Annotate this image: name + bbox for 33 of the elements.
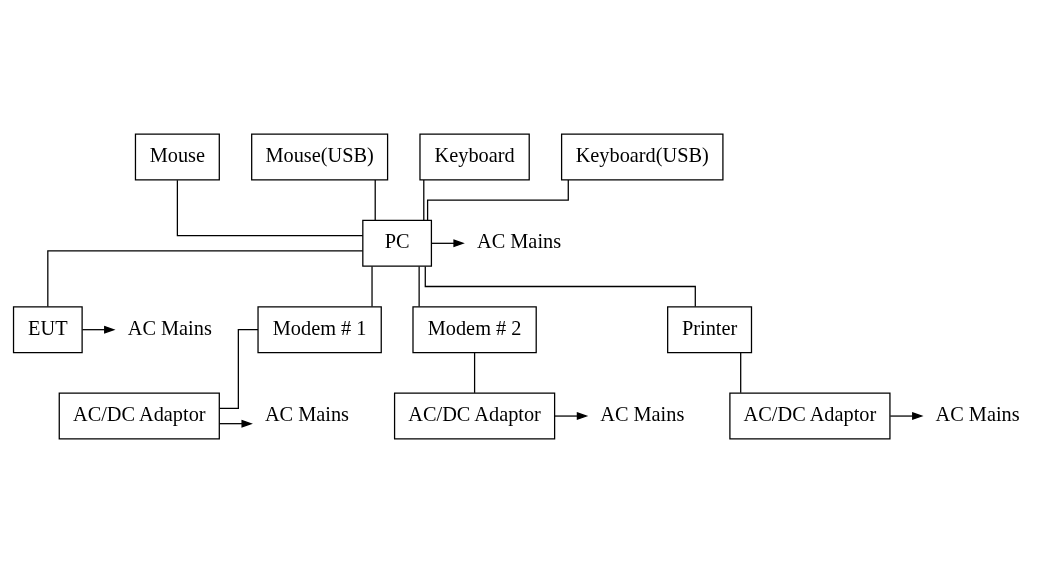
node-text: AC Mains — [477, 229, 562, 252]
node-text: AC Mains — [127, 316, 212, 339]
arrow — [554, 411, 589, 420]
connector — [740, 351, 742, 393]
arrow — [219, 419, 253, 428]
node-box: PC — [362, 219, 433, 267]
connector — [374, 178, 376, 221]
connector — [426, 178, 569, 221]
node-text: AC Mains — [600, 402, 685, 425]
connector — [219, 328, 259, 409]
node-box: AC/DC Adaptor — [729, 392, 891, 440]
connector — [423, 178, 425, 221]
node-box: AC/DC Adaptor — [58, 392, 220, 440]
connector — [371, 265, 373, 307]
node-box: Modem # 2 — [412, 305, 537, 353]
arrow — [81, 325, 116, 334]
node-box: AC/DC Adaptor — [393, 392, 556, 440]
connector — [176, 179, 364, 236]
connector — [473, 351, 476, 393]
node-box: EUT — [12, 305, 83, 353]
connector — [424, 265, 696, 307]
node-box: Printer — [667, 305, 753, 353]
node-box: Modem # 1 — [257, 305, 382, 353]
node-text: AC Mains — [935, 402, 1020, 425]
arrow — [431, 238, 465, 247]
node-box: Mouse(USB) — [251, 132, 389, 180]
node-text: AC Mains — [264, 402, 349, 425]
node-box: Mouse — [134, 132, 220, 180]
node-box: Keyboard — [419, 132, 530, 180]
node-box: Keyboard(USB) — [560, 132, 724, 180]
arrow — [889, 411, 924, 420]
connector — [418, 265, 420, 307]
connector — [47, 249, 364, 307]
